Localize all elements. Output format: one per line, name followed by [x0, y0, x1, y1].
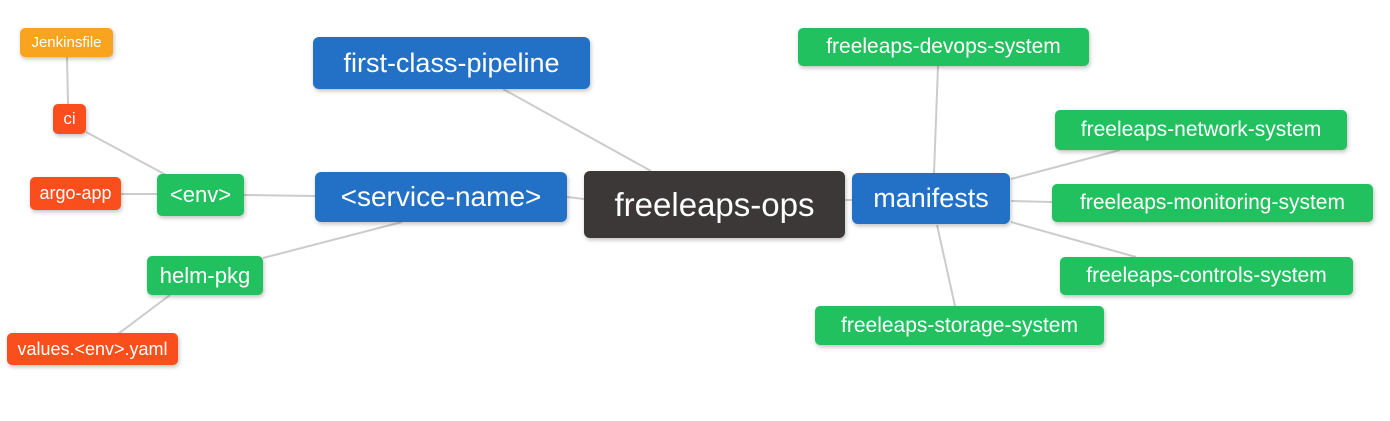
edge-jenkinsfile-ci: [66, 56, 69, 105]
node-values-env-yaml[interactable]: values.<env>.yaml: [7, 333, 178, 365]
node-helm-pkg[interactable]: helm-pkg: [147, 256, 263, 295]
node-freeleaps-storage-system[interactable]: freeleaps-storage-system: [815, 306, 1104, 345]
edge-manifests-storage: [936, 224, 956, 307]
node-first-class-pipeline[interactable]: first-class-pipeline: [313, 37, 590, 89]
node-freeleaps-network-system[interactable]: freeleaps-network-system: [1055, 110, 1347, 150]
edge-manifests-controls: [1010, 221, 1137, 258]
edge-pipeline-ops: [502, 88, 652, 172]
edge-ci-env: [85, 131, 169, 177]
edge-manifests-network: [1010, 149, 1121, 180]
node-freeleaps-devops-system[interactable]: freeleaps-devops-system: [798, 28, 1089, 66]
node-env[interactable]: <env>: [157, 174, 244, 216]
edge-manifests-monitoring: [1010, 200, 1053, 203]
node-manifests[interactable]: manifests: [852, 173, 1010, 224]
node-freeleaps-controls-system[interactable]: freeleaps-controls-system: [1060, 257, 1353, 295]
node-freeleaps-monitoring-system[interactable]: freeleaps-monitoring-system: [1052, 184, 1373, 222]
node-freeleaps-ops[interactable]: freeleaps-ops: [584, 171, 845, 238]
edge-helm-pkg-values: [117, 294, 171, 335]
edge-env-service-name: [243, 194, 316, 197]
edge-service-name-ops: [566, 196, 585, 200]
node-ci[interactable]: ci: [53, 104, 86, 134]
edge-manifests-devops: [933, 65, 939, 174]
node-jenkinsfile[interactable]: Jenkinsfile: [20, 28, 113, 57]
node-argo-app[interactable]: argo-app: [30, 177, 121, 210]
node-service-name[interactable]: <service-name>: [315, 172, 567, 222]
edge-helm-pkg-service-name: [262, 221, 403, 259]
